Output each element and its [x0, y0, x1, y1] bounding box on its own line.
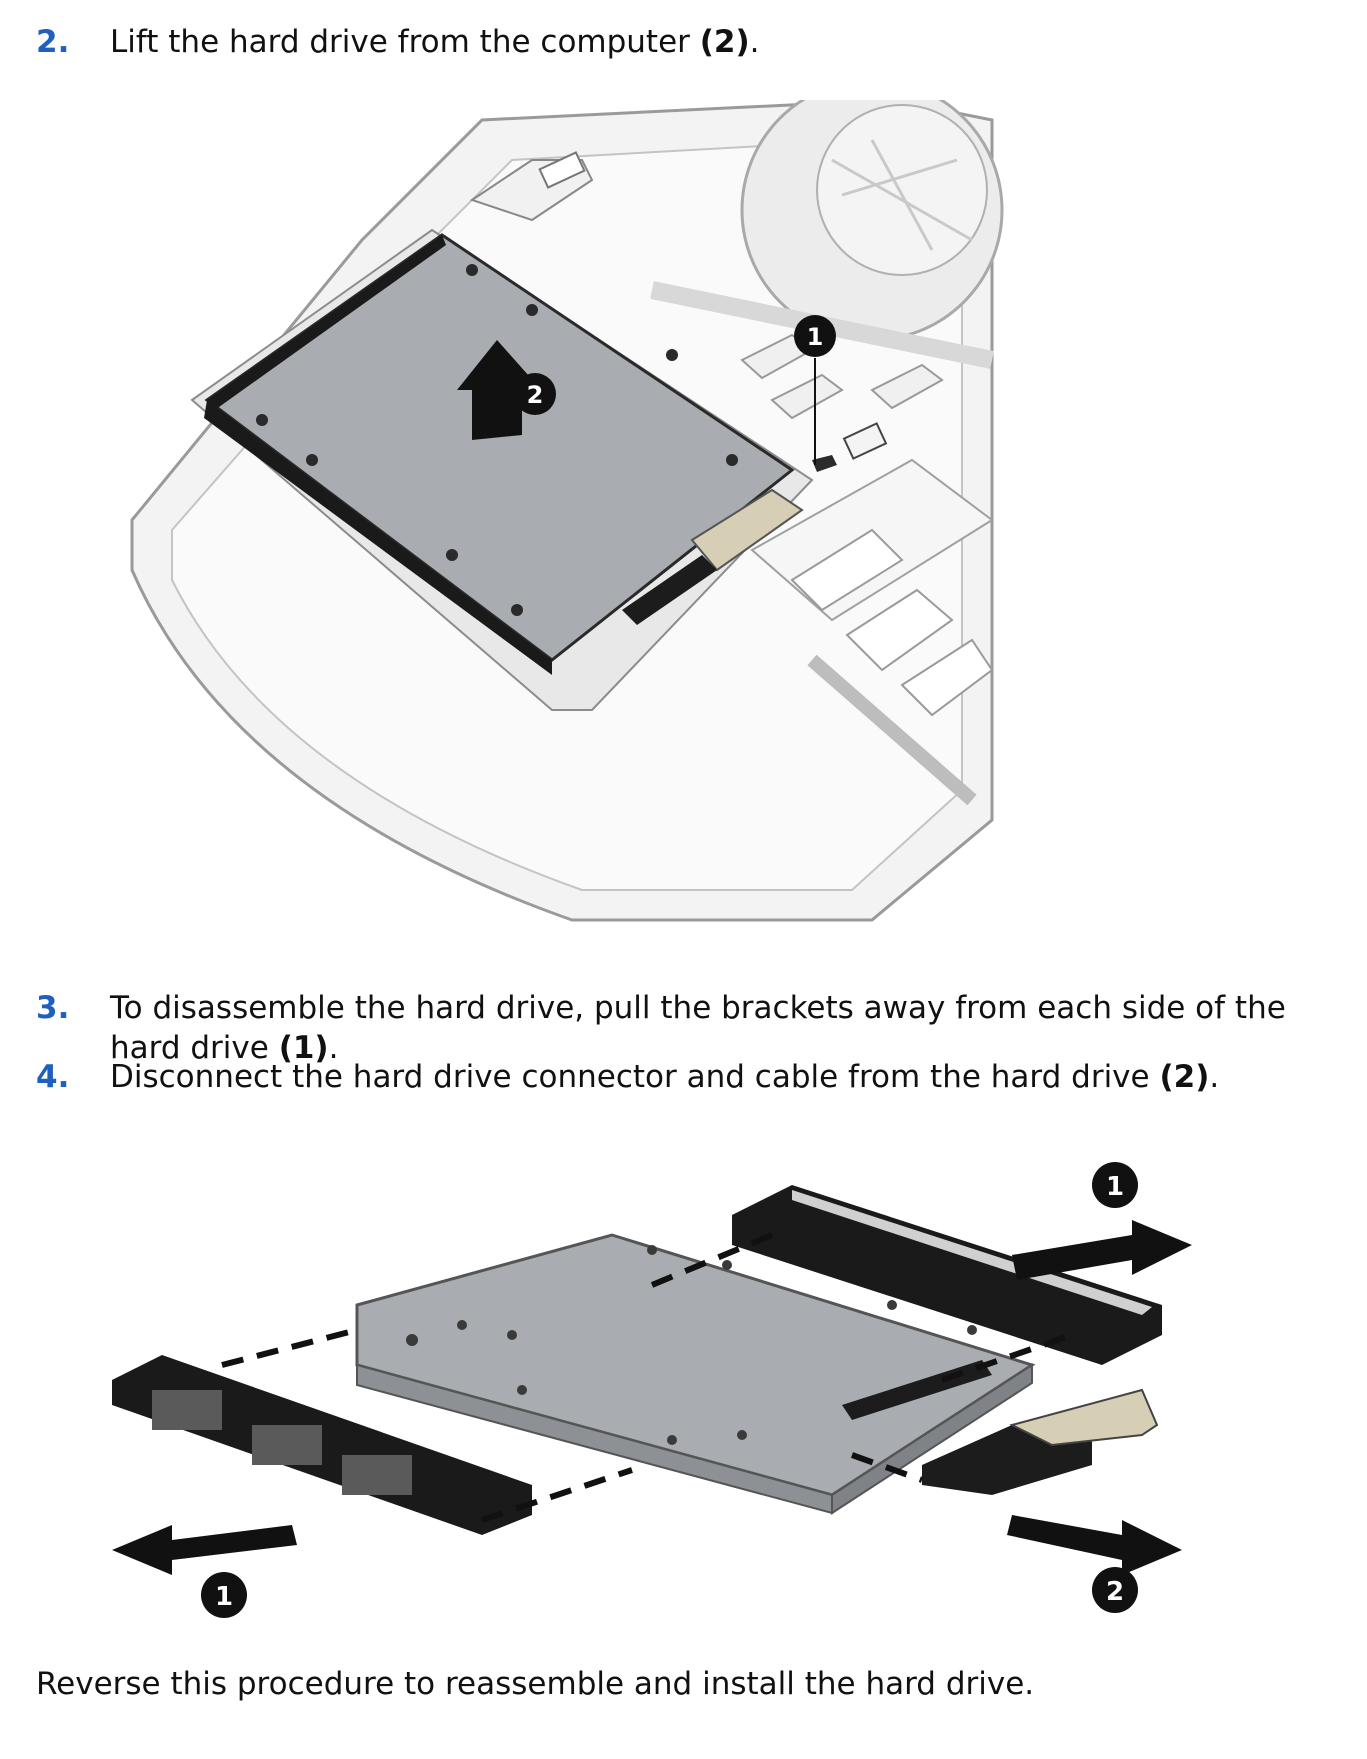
- step-text-end: .: [749, 24, 760, 60]
- step-4: 4. Disconnect the hard drive connector a…: [36, 1057, 1346, 1097]
- step-text: To disassemble the hard drive, pull the …: [110, 988, 1346, 1068]
- step-text-end: .: [328, 1030, 339, 1066]
- step-number: 2.: [36, 24, 70, 60]
- step-text: Disconnect the hard drive connector and …: [110, 1057, 1219, 1097]
- pull-left-arrow-icon: [112, 1525, 297, 1575]
- hard-drive-disassembly-illustration: 1 1 2: [112, 1162, 1192, 1618]
- callout-1-right: 1: [1092, 1162, 1138, 1208]
- svg-text:1: 1: [215, 1582, 233, 1612]
- step-text-body: Disconnect the hard drive connector and …: [110, 1059, 1160, 1095]
- svg-text:1: 1: [807, 323, 824, 351]
- step-text-body: Lift the hard drive from the computer: [110, 24, 700, 60]
- callout-2: 2: [1092, 1567, 1138, 1613]
- step-number: 3.: [36, 990, 70, 1026]
- pull-right-arrow-icon: [1012, 1220, 1192, 1280]
- svg-text:2: 2: [527, 381, 544, 409]
- step-text-body: To disassemble the hard drive, pull the …: [110, 990, 1286, 1066]
- callout-1: 1: [794, 315, 836, 357]
- callout-2: 2: [514, 373, 556, 415]
- step-text-end: .: [1209, 1059, 1220, 1095]
- step-callout-ref: (2): [699, 24, 750, 60]
- disconnect-arrow-icon: [1007, 1515, 1182, 1575]
- step-text: Lift the hard drive from the computer (2…: [110, 22, 760, 62]
- lift-arrow-icon: [457, 340, 537, 440]
- svg-text:2: 2: [1106, 1577, 1124, 1607]
- closing-instruction: Reverse this procedure to reassemble and…: [36, 1666, 1035, 1702]
- step-callout-ref: (1): [278, 1030, 329, 1066]
- callout-1-left: 1: [201, 1572, 247, 1618]
- step-number: 4.: [36, 1059, 70, 1095]
- step-callout-ref: (2): [1159, 1059, 1210, 1095]
- svg-text:1: 1: [1106, 1172, 1124, 1202]
- hard-drive-removal-illustration: 2 1: [130, 100, 1004, 922]
- step-3: 3. To disassemble the hard drive, pull t…: [36, 988, 1346, 1068]
- step-2: 2. Lift the hard drive from the computer…: [36, 22, 1346, 62]
